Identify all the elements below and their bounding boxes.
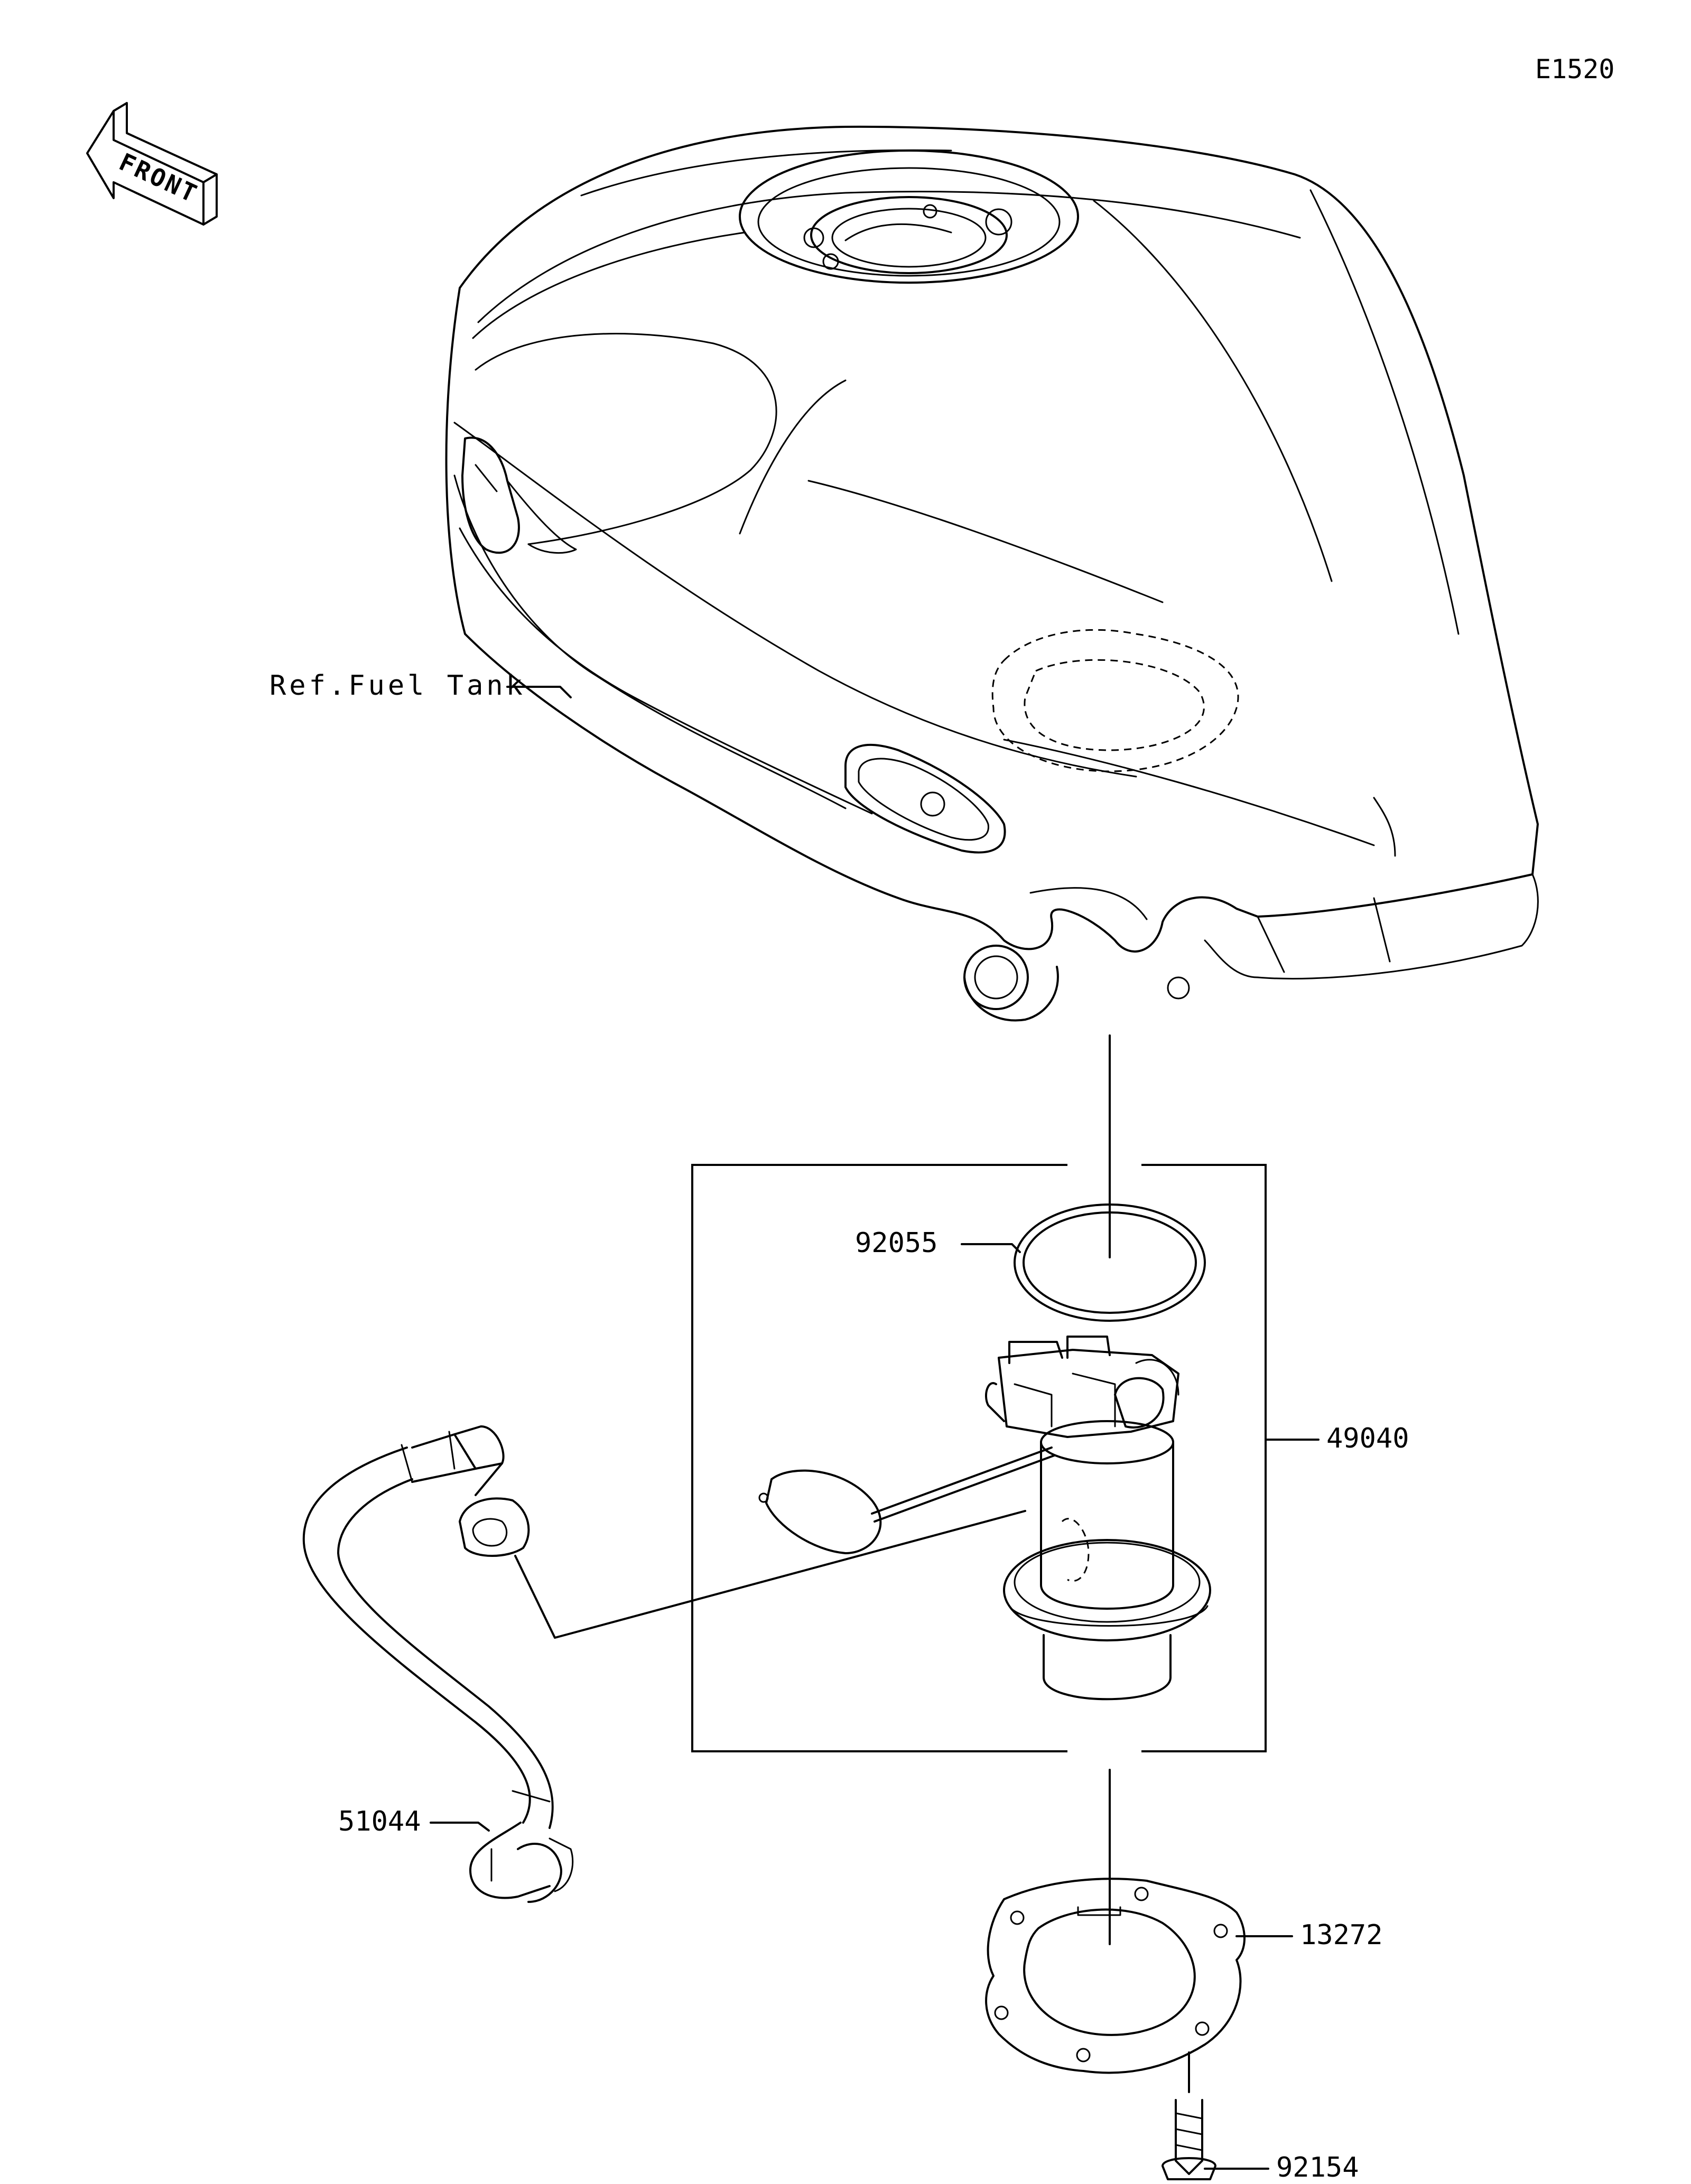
part-number-92154: 92154	[1276, 2152, 1359, 2183]
part-number-49040: 49040	[1326, 1423, 1409, 1454]
part-number-92055: 92055	[855, 1227, 938, 1259]
ref-fuel-tank-leader	[506, 686, 572, 698]
o-ring-illustration	[1014, 1203, 1206, 1322]
fuel-pump-illustration	[514, 1336, 1211, 1701]
part-number-51044: 51044	[338, 1806, 421, 1837]
diagram-code: E1520	[1535, 54, 1615, 85]
fuel-tank-illustration	[445, 125, 1539, 1022]
part-number-13272: 13272	[1300, 1919, 1383, 1951]
plate-illustration	[985, 1878, 1246, 2074]
leader-51044	[430, 1822, 490, 1832]
front-direction-arrow-icon: FRONT	[86, 102, 218, 226]
fuel-hose-illustration	[302, 1425, 574, 1903]
leader-92055	[961, 1243, 1021, 1253]
bolt-illustration	[1162, 2051, 1216, 2180]
assembly-bracket	[691, 1164, 1267, 1752]
ref-fuel-tank-label: Ref.Fuel Tank	[270, 670, 526, 702]
